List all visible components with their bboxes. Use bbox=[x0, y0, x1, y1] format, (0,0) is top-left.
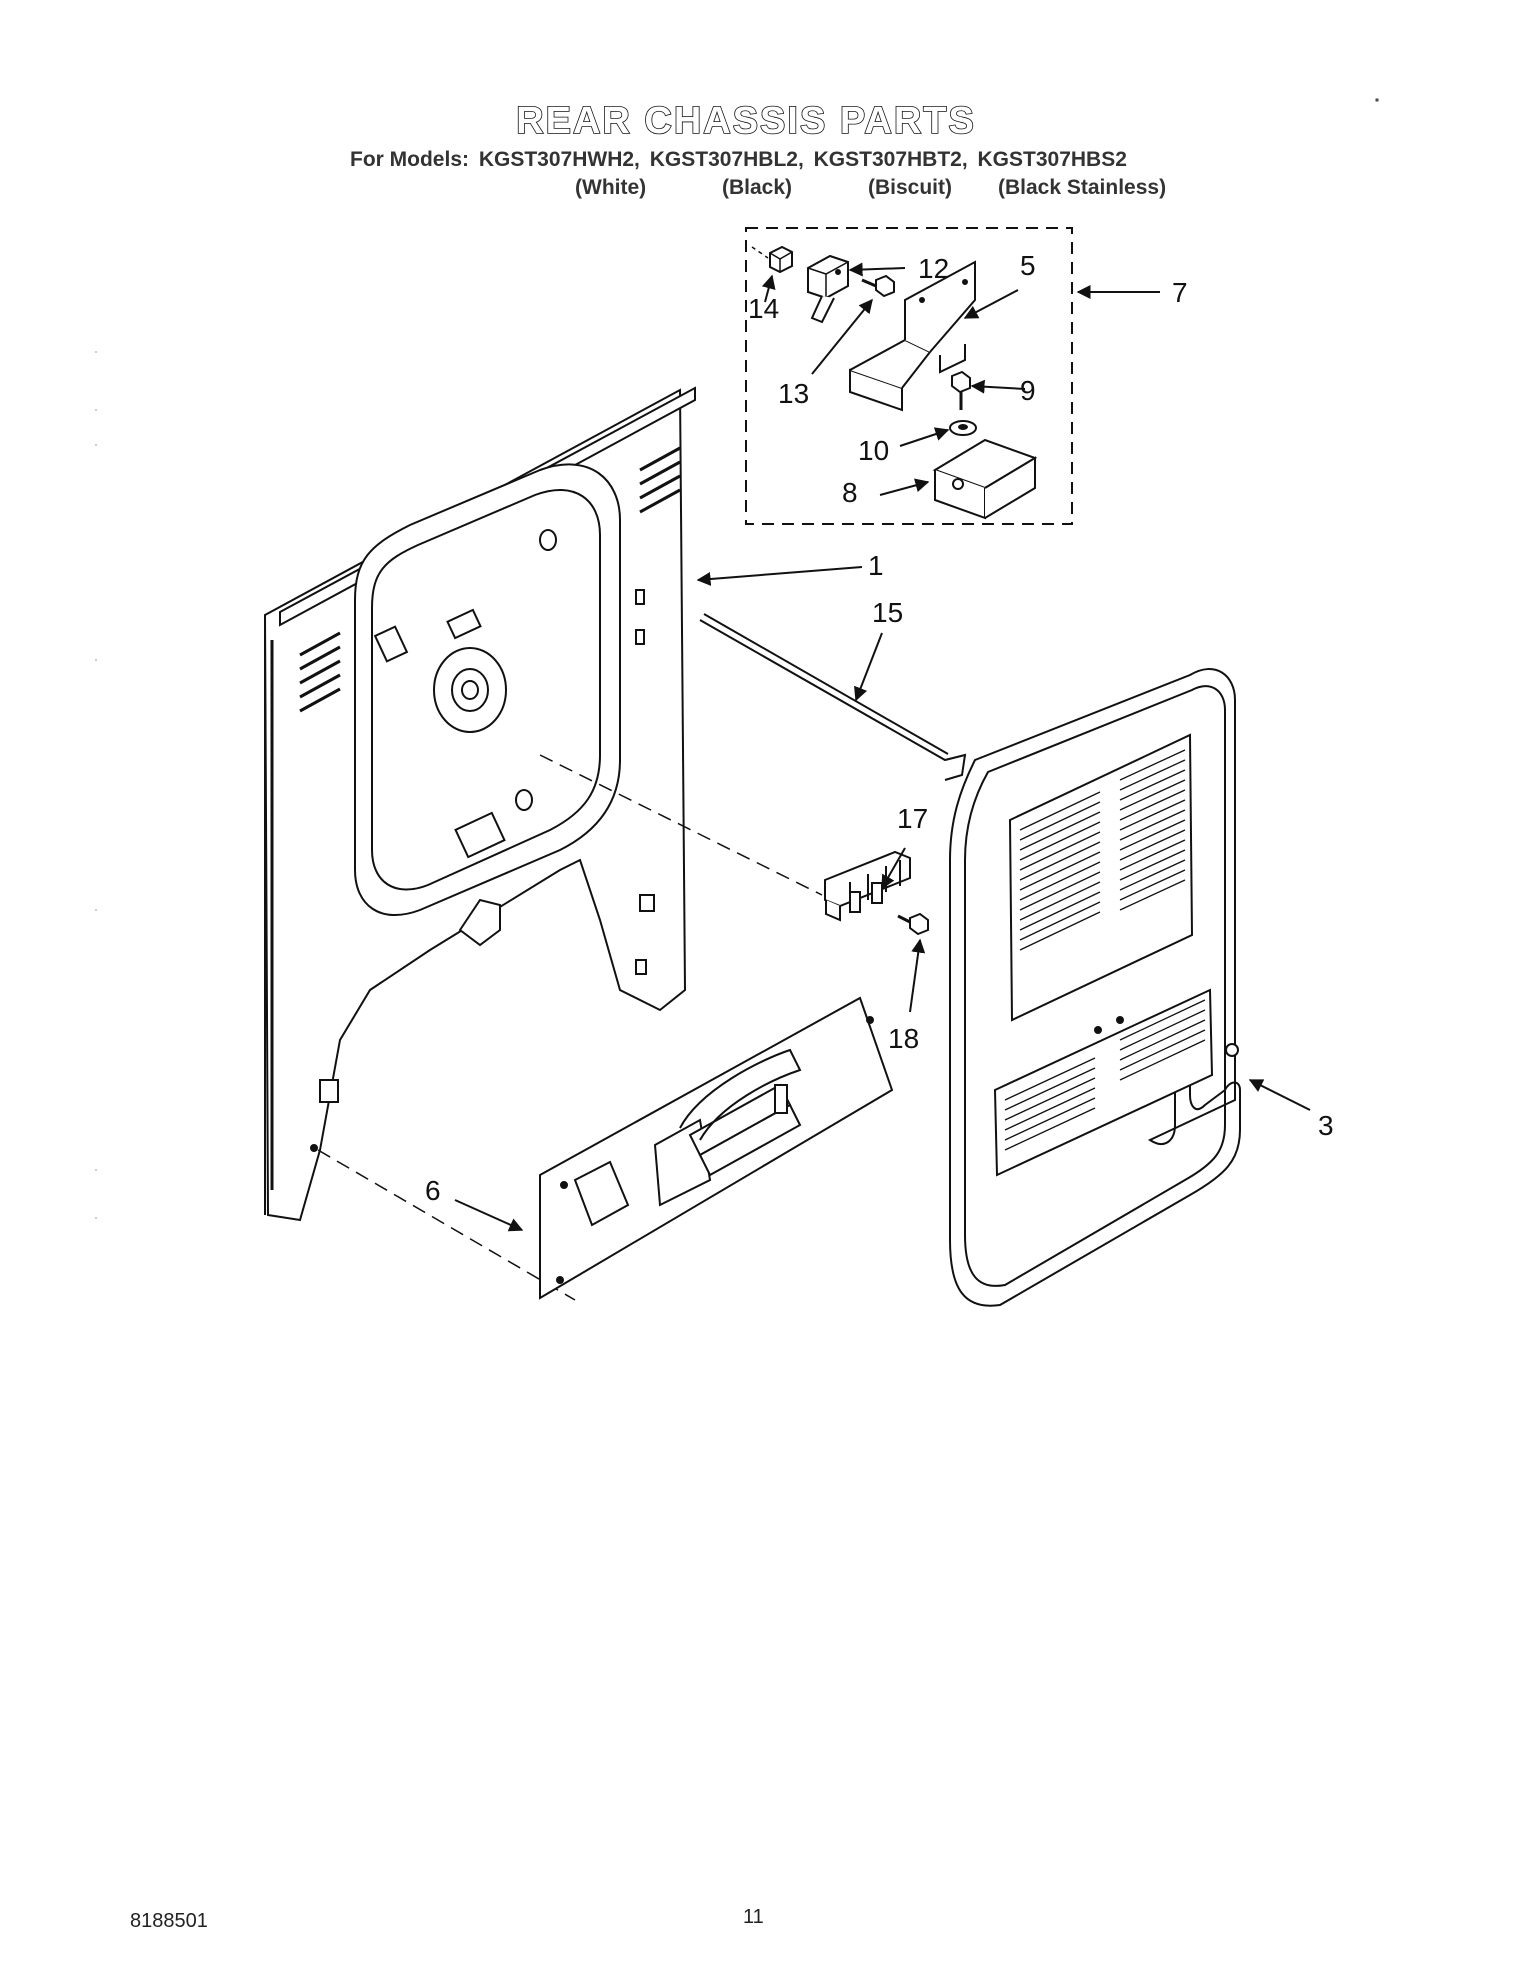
models-prefix: For Models: bbox=[350, 148, 469, 171]
callout-3: 3 bbox=[1318, 1110, 1334, 1141]
page-number: 11 bbox=[743, 1906, 764, 1928]
callout-5: 5 bbox=[1020, 250, 1036, 281]
document-number: 8188501 bbox=[130, 1910, 208, 1932]
callout-8: 8 bbox=[842, 477, 858, 508]
model-list: For Models: KGST307HWH2, KGST307HBL2, KG… bbox=[350, 148, 1131, 172]
part-10-washer bbox=[949, 420, 977, 436]
part-13-screw bbox=[861, 274, 895, 298]
part-15-rod bbox=[699, 613, 967, 781]
model-black-stainless: KGST307HBS2 bbox=[977, 148, 1127, 171]
callout-18: 18 bbox=[888, 1023, 919, 1054]
part-5-bracket bbox=[849, 260, 976, 412]
margin-marks bbox=[95, 98, 1379, 1219]
assembly-line-6 bbox=[317, 1149, 576, 1301]
part-18-screw bbox=[897, 912, 929, 936]
callout-10: 10 bbox=[858, 435, 889, 466]
color-black: (Black) bbox=[722, 176, 793, 199]
callout-14: 14 bbox=[748, 293, 779, 324]
leader-lines bbox=[454, 262, 1311, 1232]
callout-13: 13 bbox=[778, 378, 809, 409]
subassembly-box-7 bbox=[745, 227, 1073, 525]
color-black-stainless: (Black Stainless) bbox=[998, 176, 1167, 199]
part-3-rear-panel bbox=[949, 668, 1241, 1307]
callout-15: 15 bbox=[872, 597, 903, 628]
callout-9: 9 bbox=[1020, 375, 1036, 406]
callout-6: 6 bbox=[425, 1175, 441, 1206]
model-biscuit: KGST307HBT2, bbox=[813, 148, 968, 171]
part-17-terminal-block bbox=[824, 850, 911, 922]
callout-17: 17 bbox=[897, 803, 928, 834]
page-title: REAR CHASSIS PARTS bbox=[515, 99, 976, 143]
color-biscuit: (Biscuit) bbox=[868, 176, 952, 199]
color-white: (White) bbox=[575, 176, 647, 199]
model-black: KGST307HBL2, bbox=[649, 148, 804, 171]
callout-7: 7 bbox=[1172, 277, 1188, 308]
part-9-screw bbox=[951, 370, 971, 410]
part-6-lower-cover bbox=[539, 996, 894, 1300]
part-14-nut bbox=[751, 245, 793, 274]
callout-12: 12 bbox=[918, 253, 949, 284]
part-1-rear-chassis bbox=[263, 386, 696, 1222]
assembly-line-17 bbox=[539, 754, 823, 896]
callout-1: 1 bbox=[868, 550, 884, 581]
part-8-box-bracket bbox=[932, 438, 1038, 520]
model-white: KGST307HWH2, bbox=[478, 148, 640, 171]
part-12-clip bbox=[807, 254, 849, 324]
